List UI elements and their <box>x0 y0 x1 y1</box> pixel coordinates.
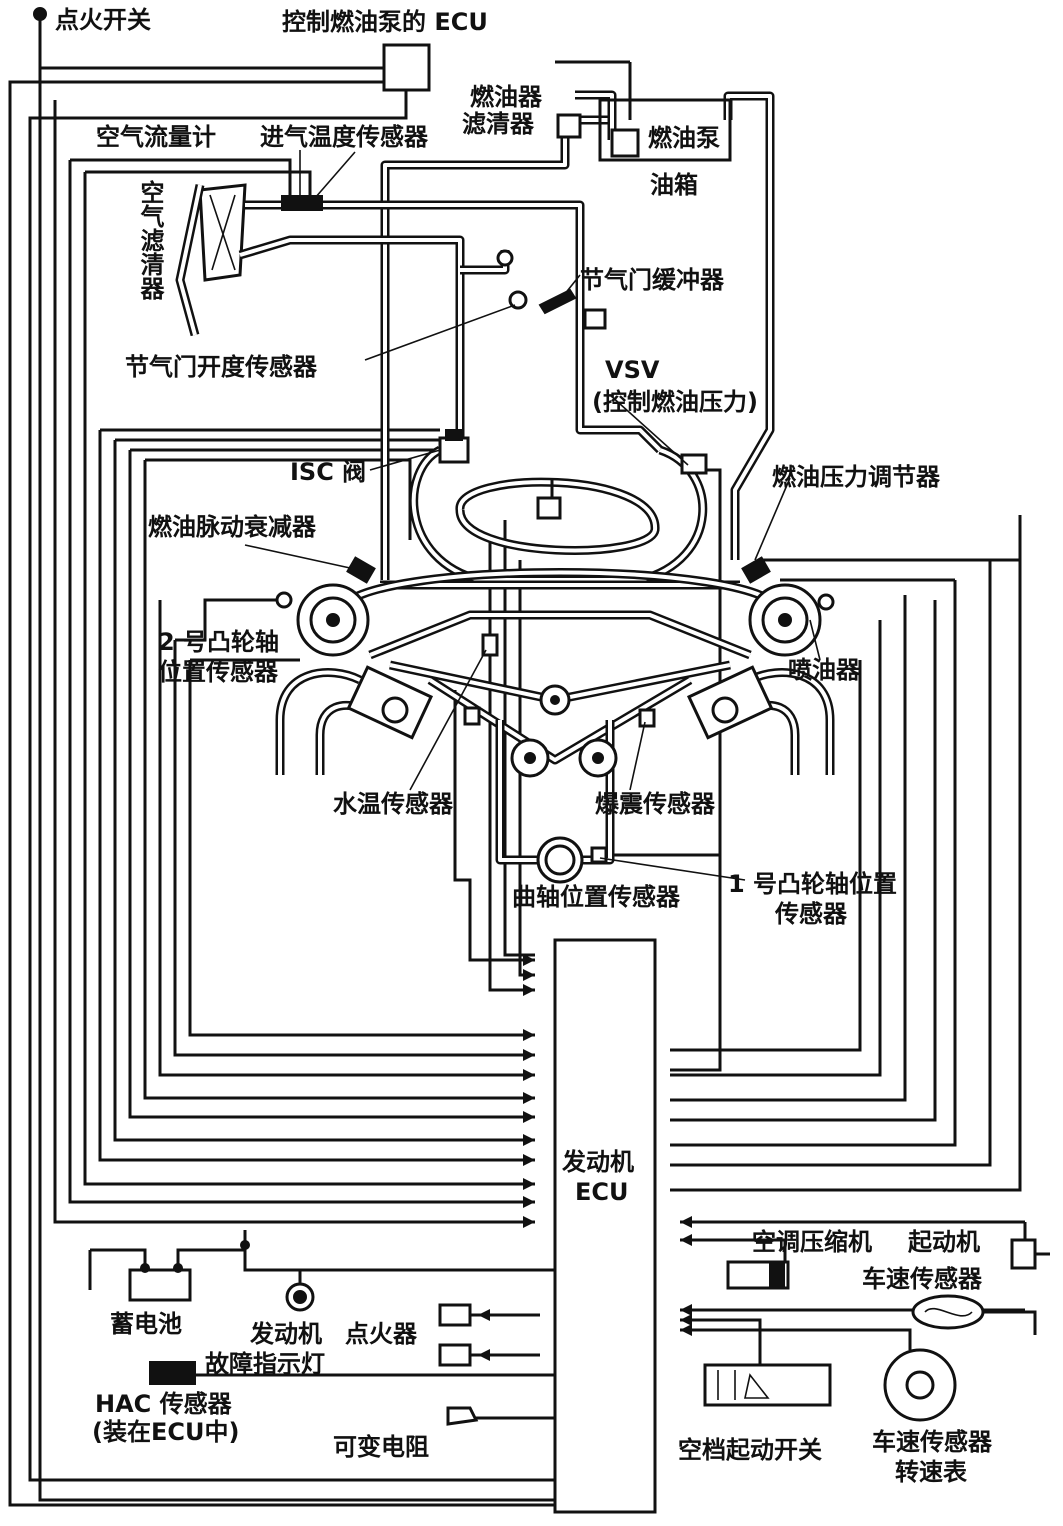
label-igniter: 点火器 <box>345 1320 418 1348</box>
fuel-pulsation-damper <box>346 556 376 584</box>
labels: 点火开关 控制燃油泵的 ECU 燃油器 滤清器 燃油泵 油箱 空气流量计 进气温… <box>55 6 993 1486</box>
label-vsv-control: (控制燃油压力) <box>592 388 758 416</box>
label-crank-sensor: 曲轴位置传感器 <box>512 883 681 911</box>
label-throttle-dashpot: 节气门缓冲器 <box>580 266 725 294</box>
knock-sensor <box>638 708 656 728</box>
label-fuel-pump: 燃油泵 <box>648 124 720 152</box>
label-engine-ecu-1: 发动机 <box>561 1148 634 1176</box>
water-temp-sensor <box>481 633 499 657</box>
label-cam-sensor-1a: 1 号凸轮轴位置 <box>728 870 897 898</box>
label-fuel-filter-1: 燃油器 <box>470 83 543 111</box>
label-fuel-filter-2: 滤清器 <box>462 110 535 138</box>
label-airflow-meter: 空气流量计 <box>96 123 216 151</box>
label-knock-sensor: 爆震传感器 <box>595 790 716 818</box>
variable-resistor <box>446 1406 479 1426</box>
label-fuel-pulsation-damper: 燃油脉动衰减器 <box>148 513 317 541</box>
label-hac-sensor-location: (装在ECU中) <box>92 1418 239 1446</box>
label-engine-ecu-2: ECU <box>575 1178 629 1206</box>
label-fuel-tank: 油箱 <box>650 171 698 199</box>
label-fault-lamp: 故障指示灯 <box>205 1350 325 1378</box>
label-fuel-pump-ecu: 控制燃油泵的 ECU <box>282 8 488 36</box>
label-cam-sensor-2a: 2 号凸轮轴 <box>158 628 279 656</box>
wiring-harness <box>8 7 555 1507</box>
label-cam-sensor-2b: 位置传感器 <box>158 658 279 686</box>
engine-block <box>275 556 835 884</box>
label-isc-valve: ISC 阀 <box>290 458 366 486</box>
hac-sensor <box>149 1361 196 1385</box>
throttle-dashpot <box>538 288 577 315</box>
label-air-cleaner: 空气滤清器 <box>136 179 165 300</box>
battery <box>128 1268 192 1302</box>
airflow-meter <box>281 195 323 211</box>
label-starter: 起动机 <box>907 1228 980 1256</box>
air-intake <box>175 183 740 590</box>
label-vsv: VSV <box>605 356 660 384</box>
label-fuel-pressure-regulator: 燃油压力调节器 <box>772 463 941 491</box>
label-cam-sensor-1b: 传感器 <box>774 900 848 928</box>
label-tachometer: 转速表 <box>895 1458 968 1486</box>
label-speed-sensor-2: 车速传感器 <box>872 1428 993 1456</box>
leader-lines <box>244 150 821 881</box>
fuel-pump-ecu-box <box>382 43 431 92</box>
bottom-components <box>88 1216 1050 1426</box>
fuel-pressure-regulator <box>741 556 771 584</box>
throttle-position-sensor <box>508 290 528 310</box>
label-injector: 喷油器 <box>788 656 861 684</box>
label-neutral-start-switch: 空档起动开关 <box>678 1436 822 1464</box>
label-throttle-position-sensor: 节气门开度传感器 <box>125 353 318 381</box>
label-battery: 蓄电池 <box>110 1310 182 1338</box>
label-ignition-switch: 点火开关 <box>55 6 151 34</box>
label-water-temp-sensor: 水温传感器 <box>333 790 454 818</box>
fuel-tank <box>598 98 732 162</box>
label-intake-temp-sensor: 进气温度传感器 <box>260 123 429 151</box>
top-components <box>382 43 732 162</box>
vsv-valve <box>680 453 708 475</box>
engine-ecu-box <box>553 938 657 1514</box>
igniter-1 <box>438 1303 472 1327</box>
label-engine: 发动机 <box>249 1320 322 1348</box>
isc-valve <box>438 436 470 464</box>
label-variable-resistor: 可变电阻 <box>333 1433 429 1461</box>
cam-sensor-1 <box>817 593 835 611</box>
label-speed-sensor: 车速传感器 <box>862 1265 983 1293</box>
right-wiring <box>555 60 1027 1345</box>
igniter-2 <box>438 1343 472 1367</box>
cam-sensor-2 <box>275 591 293 609</box>
neutral-start-switch <box>703 1363 832 1407</box>
label-ac-compressor: 空调压缩机 <box>752 1228 872 1256</box>
fuel-pump <box>610 128 640 158</box>
starter <box>1010 1238 1037 1270</box>
fuel-filter <box>556 113 582 139</box>
label-hac-sensor: HAC 传感器 <box>95 1390 233 1418</box>
